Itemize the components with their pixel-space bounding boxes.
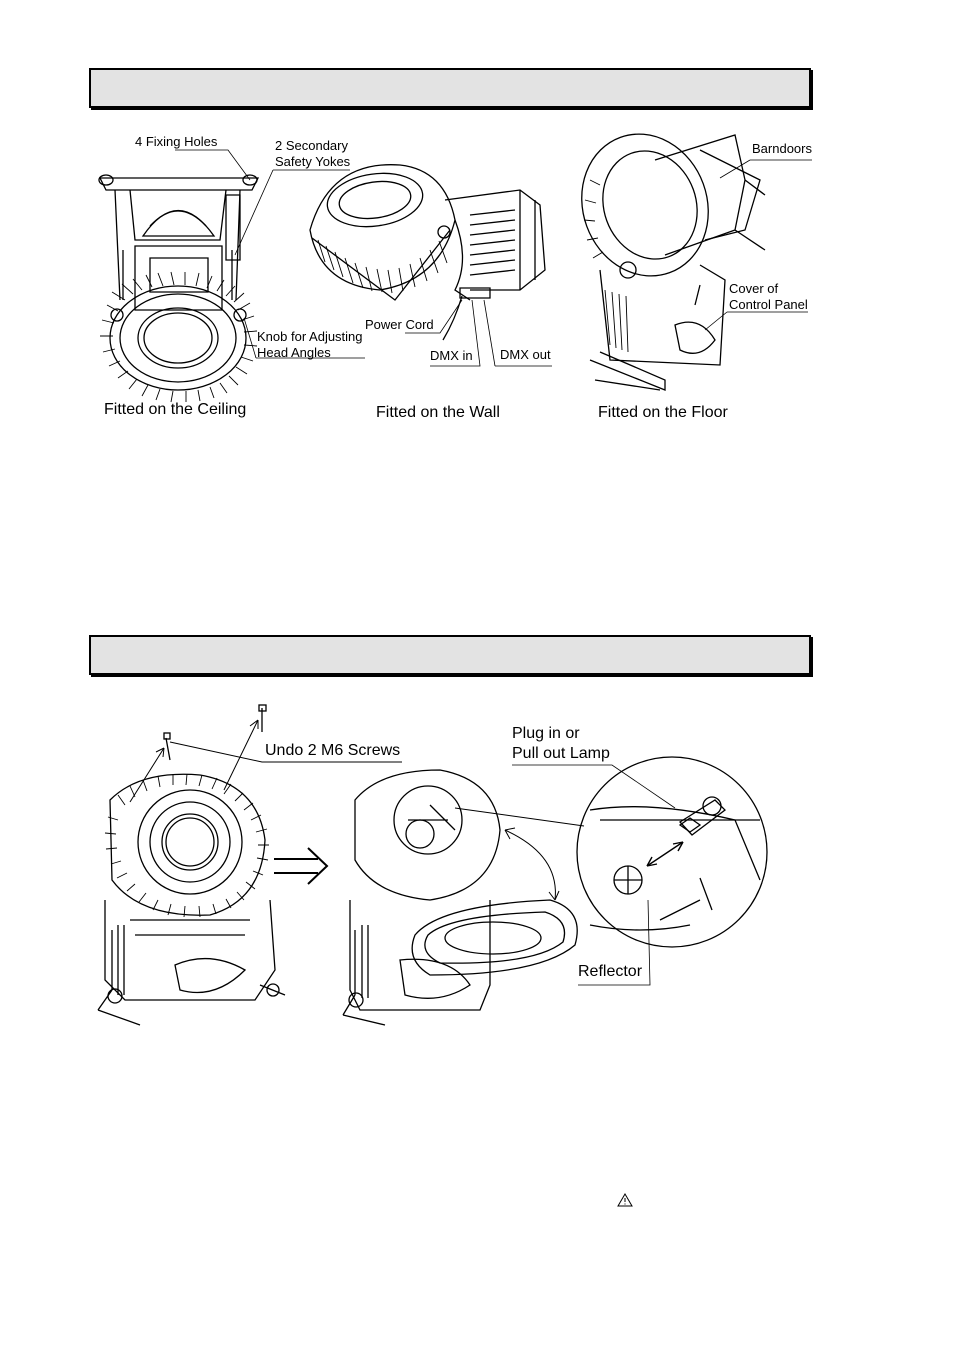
knob-label: Knob for Adjusting Head Angles <box>257 329 363 360</box>
floor-caption: Fitted on the Floor <box>598 404 728 421</box>
plug-lamp-label: Plug in or Pull out Lamp <box>512 725 610 762</box>
section-header-bar-2 <box>89 635 811 675</box>
dmx-in-label: DMX in <box>430 348 473 363</box>
ceiling-fixture-drawing <box>98 174 260 391</box>
section-header-bar-1 <box>89 68 811 108</box>
fixing-holes-label: 4 Fixing Holes <box>135 134 218 149</box>
floor-fixture-drawing <box>581 133 766 391</box>
screw-arrows <box>129 719 402 803</box>
ceiling-caption: Fitted on the Ceiling <box>104 401 247 418</box>
wall-caption: Fitted on the Wall <box>376 404 500 421</box>
lamp-left-fixture-drawing <box>97 773 286 1026</box>
leader-lines-1 <box>175 149 812 367</box>
control-panel-cover-label: Cover of Control Panel <box>729 281 808 312</box>
ceiling-fins <box>100 271 258 403</box>
undo-screws-label: Undo 2 M6 Screws <box>265 742 401 759</box>
barndoors-label: Barndoors <box>752 141 812 156</box>
floor-fins <box>583 179 629 353</box>
wall-fixture-drawing <box>309 164 546 341</box>
warning-triangle-icon <box>617 1193 633 1207</box>
safety-yokes-label: 2 Secondary Safety Yokes <box>275 138 351 169</box>
dmx-out-label: DMX out <box>500 347 551 362</box>
leader-lines-2 <box>512 764 676 986</box>
zoom-detail-drawing <box>576 756 768 948</box>
power-cord-label: Power Cord <box>365 317 434 332</box>
wall-fins <box>317 239 448 294</box>
double-arrow-icon <box>274 847 329 885</box>
screws <box>163 704 267 761</box>
left-fins <box>104 773 269 918</box>
zoom-line <box>454 807 585 827</box>
lamp-arrow <box>646 841 684 867</box>
rotate-arrow <box>504 827 560 901</box>
reflector-label: Reflector <box>578 963 643 980</box>
lamp-middle-fixture-drawing <box>342 769 578 1026</box>
